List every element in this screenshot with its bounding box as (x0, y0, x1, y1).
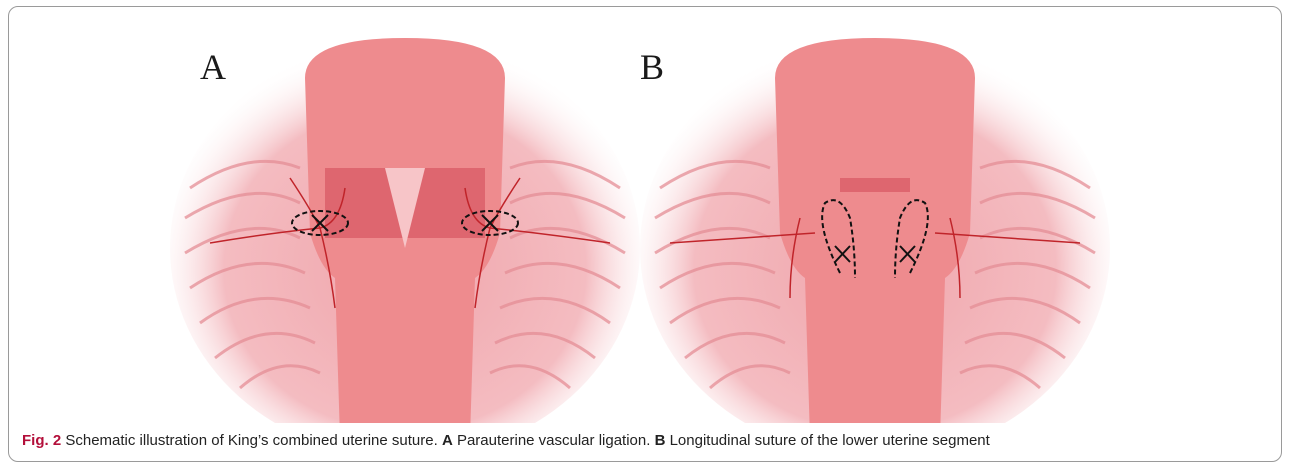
lower-segment-band (840, 178, 910, 192)
panel-label-b: B (640, 46, 664, 88)
caption-a-text: Parauterine vascular ligation. (457, 432, 650, 449)
panel-b-illustration (640, 18, 1110, 423)
uterus-illustration-b (640, 18, 1110, 423)
panel-label-a: A (200, 46, 226, 88)
caption-a-label: A (442, 432, 453, 449)
caption-text: Schematic illustration of King’s combine… (65, 432, 437, 449)
figure-caption: Fig. 2 Schematic illustration of King’s … (22, 432, 990, 449)
caption-b-label: B (655, 432, 666, 449)
uterus-illustration-a (170, 18, 640, 423)
caption-b-text: Longitudinal suture of the lower uterine… (670, 432, 990, 449)
panel-a-illustration (170, 18, 640, 423)
caption-fig-label: Fig. 2 (22, 432, 61, 449)
